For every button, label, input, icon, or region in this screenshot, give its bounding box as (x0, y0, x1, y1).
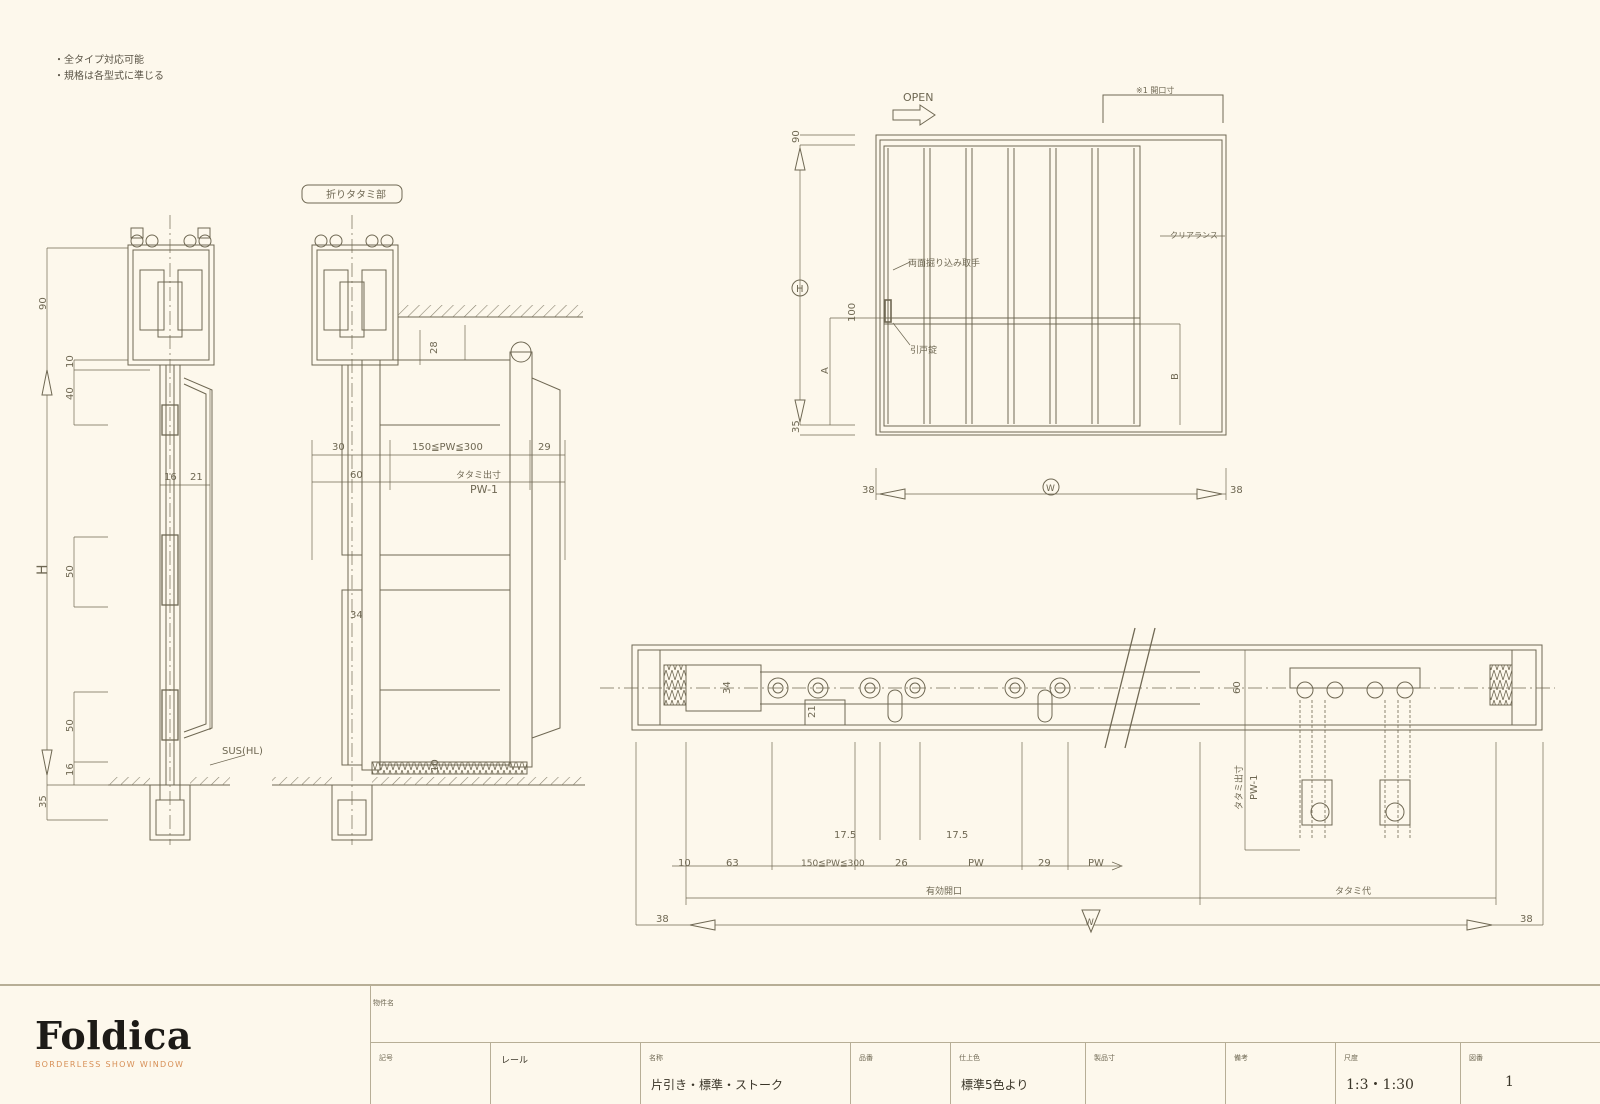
title-block-divider (0, 984, 1600, 986)
cell-label: 製品寸 (1094, 1054, 1115, 1062)
dim-label: 10 (678, 858, 691, 869)
dim-label: 16 (164, 472, 177, 483)
note-line: ・規格は各型式に準じる (54, 71, 164, 82)
cell-label: 記号 (379, 1054, 393, 1062)
technical-drawing: 90 10 40 H 50 50 16 35 16 21 SUS(HL) (35, 85, 1555, 934)
brand-tagline: BORDERLESS SHOW WINDOW (35, 1060, 185, 1069)
dim-label: 16 (65, 763, 76, 776)
dim-label: H (796, 284, 804, 295)
dim-label: 34 (350, 610, 363, 621)
cell-value: 標準5色より (961, 1078, 1029, 1092)
callout-label: タタミ出寸 (456, 469, 501, 481)
callout-label: ※1 開口寸 (1136, 85, 1174, 95)
cell-finish: 仕上色 標準5色より (950, 1043, 1085, 1104)
dim-label: 38 (656, 914, 669, 925)
cell-label: 図番 (1469, 1054, 1483, 1062)
callout-label: SUS(HL) (222, 746, 263, 757)
callout-label: 両面掘り込み取手 (908, 257, 980, 269)
dim-label: 30 (332, 442, 345, 453)
cell-size: 製品寸 (1085, 1043, 1225, 1104)
dim-label: PW-1 (470, 483, 498, 496)
callout-label: 引戸錠 (910, 344, 937, 356)
cell-value: 1 (1505, 1074, 1514, 1090)
cell-remarks: 備考 (1225, 1043, 1335, 1104)
dim-label: 38 (1230, 485, 1243, 496)
cell-label: 尺度 (1344, 1054, 1358, 1062)
cell-label: 仕上色 (959, 1054, 980, 1062)
dim-label: H (35, 564, 51, 575)
callout-label: タタミ出寸 (1233, 765, 1245, 810)
dim-label: 10 (430, 759, 441, 772)
left-section-dim-labels: 90 10 40 H 50 50 16 35 16 21 SUS(HL) (35, 297, 263, 808)
cell-value: 片引き・標準・ストーク (651, 1078, 784, 1092)
notes: ・全タイプ対応可能 ・規格は各型式に準じる (54, 53, 164, 85)
dim-label: W (1085, 918, 1094, 928)
cell-part-number: 品番 (850, 1043, 950, 1104)
project-label: 物件名 (373, 999, 394, 1007)
dim-label: 17.5 (834, 830, 856, 841)
callout-label: クリアランス (1170, 231, 1218, 240)
dim-label: 21 (190, 472, 203, 483)
dim-label: 100 (847, 303, 858, 322)
elevation-labels: OPEN ※1 開口寸 両面掘り込み取手 引戸錠 クリアランス 90 H 100… (791, 85, 1243, 496)
front-elevation (791, 94, 1227, 500)
cell-value: 1:3・1:30 (1346, 1077, 1414, 1093)
dim-label: 38 (862, 485, 875, 496)
dim-label: 150≦PW≦300 (801, 859, 865, 869)
open-label: OPEN (903, 91, 933, 104)
dim-label: 29 (1038, 858, 1051, 869)
dim-label: 60 (1232, 681, 1243, 694)
cell-scale: 尺度 1:3・1:30 (1335, 1043, 1460, 1104)
title-block-grid: 物件名 記号 レール 名称 片引き・標準・ストーク 品番 仕上色 標準5色より … (370, 984, 1600, 1104)
cell-sheet-number: 図番 1 (1460, 1043, 1600, 1104)
dim-label: 90 (38, 297, 49, 310)
title-block: Foldica BORDERLESS SHOW WINDOW 物件名 記号 レー… (0, 984, 1600, 1104)
dim-label: PW-1 (1249, 775, 1260, 800)
brand-logo: Foldica BORDERLESS SHOW WINDOW (35, 1013, 192, 1070)
dim-label: W (1046, 484, 1055, 494)
callout-label: タタミ代 (1335, 886, 1371, 897)
dim-label: 35 (38, 795, 49, 808)
dim-label: 21 (807, 705, 818, 718)
dim-label: 10 (65, 355, 76, 368)
dim-label: 63 (726, 858, 739, 869)
note-line: ・全タイプ対応可能 (54, 55, 144, 66)
cell-label: 品番 (859, 1054, 873, 1062)
dim-label: 29 (538, 442, 551, 453)
cell-value: レール (501, 1056, 529, 1066)
cell-symbol: 記号 (370, 1043, 490, 1104)
cell-label: 名称 (649, 1054, 663, 1062)
middle-section-dim-labels: 折りタタミ部 30 150≦PW≦300 29 60 タタミ出寸 PW-1 28… (326, 188, 551, 772)
plan-section (600, 627, 1555, 934)
dim-label: 90 (791, 130, 802, 143)
dim-label: A (820, 367, 831, 374)
callout-label: 有効開口 (926, 885, 962, 897)
dim-label: 50 (65, 719, 76, 732)
dim-label: B (1170, 373, 1181, 380)
dim-label: 38 (1520, 914, 1533, 925)
dim-label: PW (1088, 858, 1104, 869)
dim-label: 50 (65, 565, 76, 578)
dim-label: 60 (350, 470, 363, 481)
vertical-section-left (41, 215, 246, 845)
cell-category: レール (490, 1043, 640, 1104)
dim-label: 26 (895, 858, 908, 869)
dim-label: PW (968, 858, 984, 869)
vertical-section-folding (272, 184, 585, 845)
dim-label: 34 (722, 681, 733, 694)
cell-label: 備考 (1234, 1054, 1248, 1062)
dim-label: 28 (429, 341, 440, 354)
project-row: 物件名 (370, 984, 1600, 1043)
section-title: 折りタタミ部 (326, 188, 386, 201)
dim-label: 150≦PW≦300 (412, 442, 483, 453)
cell-name: 名称 片引き・標準・ストーク (640, 1043, 850, 1104)
dim-label: 17.5 (946, 830, 968, 841)
plan-labels: 34 21 60 17.5 17.5 10 63 150≦PW≦300 26 P… (656, 681, 1533, 928)
dim-label: 40 (65, 387, 76, 400)
dim-label: 35 (791, 420, 802, 433)
brand-name: Foldica (35, 1013, 192, 1058)
